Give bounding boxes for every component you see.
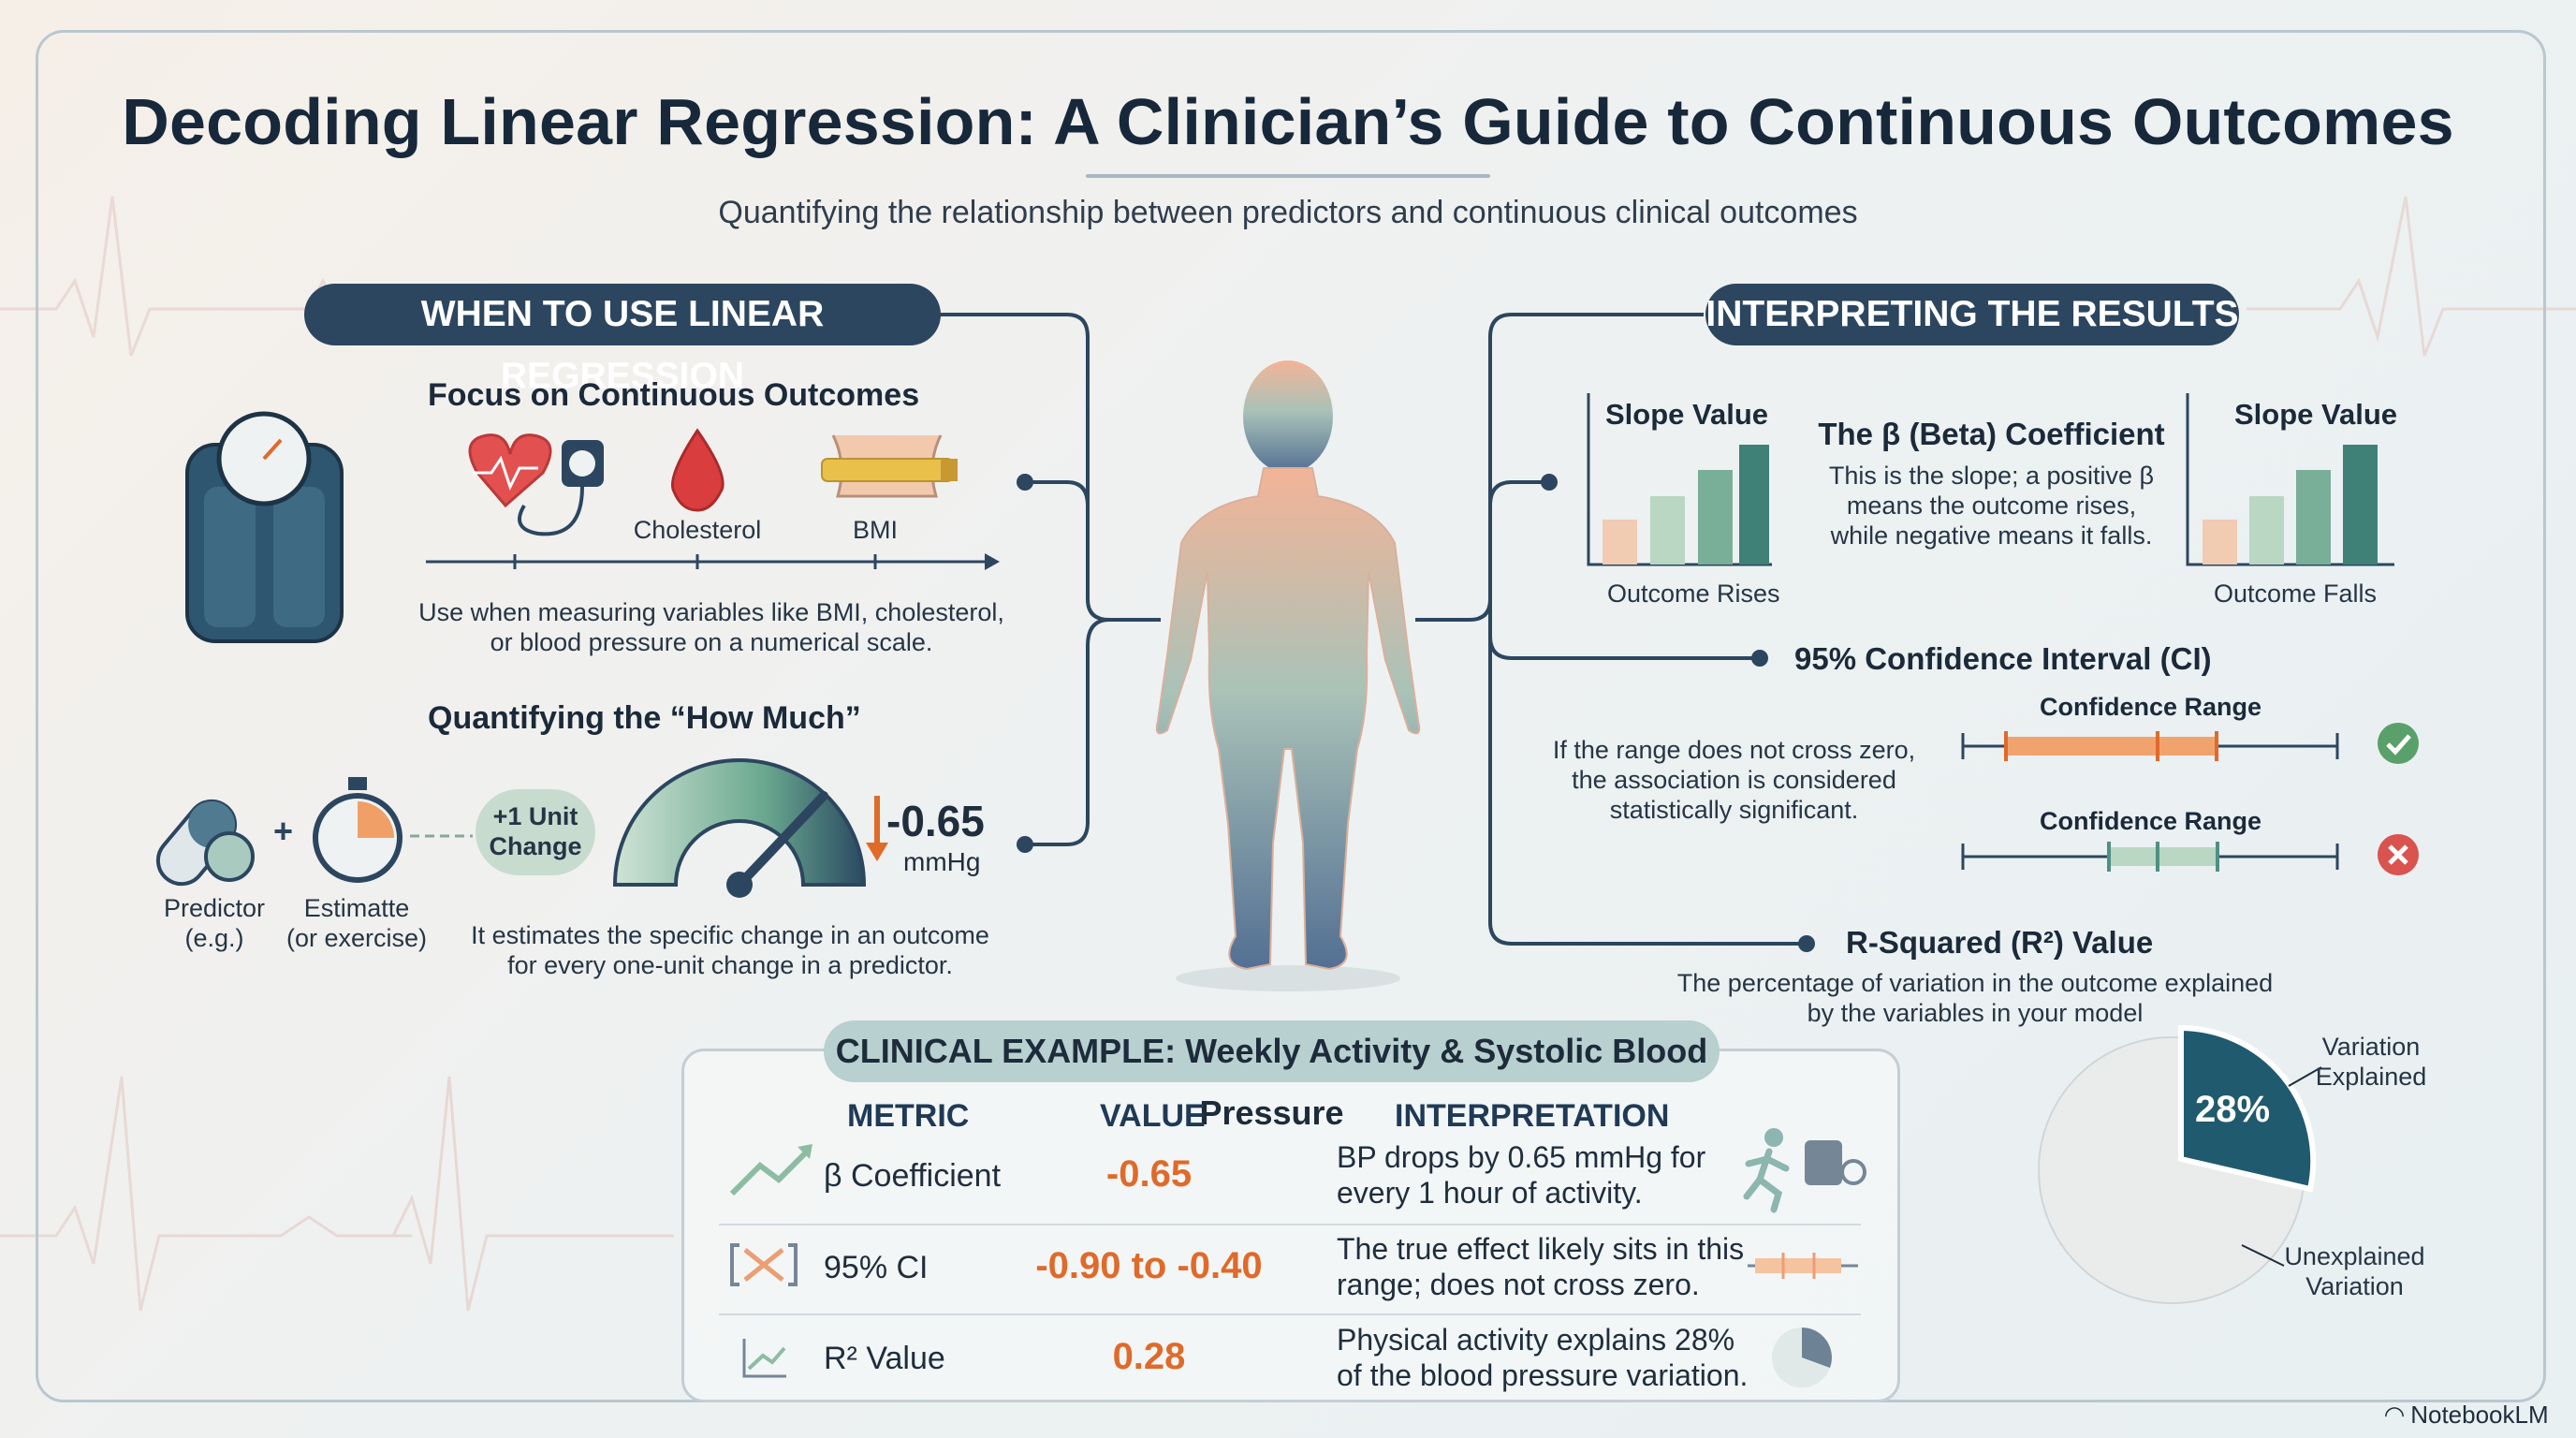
beta-heading: The β (Beta) Coefficient	[1818, 417, 2165, 451]
bmi-label: BMI	[852, 516, 898, 544]
check-icon	[2378, 723, 2419, 764]
confidence-range-not-significant	[1961, 842, 2339, 872]
mini-pie-icon	[1772, 1328, 1832, 1387]
clinical-example-pill: CLINICAL EXAMPLE: Weekly Activity & Syst…	[824, 1020, 1720, 1132]
row-1-metric: β Coefficient	[824, 1158, 1002, 1194]
pill-capsule-icon	[155, 799, 255, 887]
heart-bp-icon	[468, 433, 604, 536]
r2-pie-chart	[2038, 1024, 2322, 1304]
slope-right-title: Slope Value	[2234, 398, 2398, 431]
speedometer-gauge-icon	[612, 758, 867, 898]
slope-right-caption: Outcome Falls	[2214, 580, 2378, 608]
ci-heading: 95% Confidence Interval (CI)	[1794, 641, 2212, 676]
metric-column-header: METRIC	[847, 1098, 970, 1134]
continuous-description: Use when measuring variables like BMI, c…	[418, 598, 1004, 656]
row-2-value: -0.90 to -0.40	[1035, 1245, 1263, 1286]
human-body-icon	[1155, 360, 1421, 991]
row-3-value: 0.28	[1112, 1336, 1186, 1377]
predictor-label: Predictor (e.g.)	[163, 894, 266, 952]
estimate-label: Estimatte (or exercise)	[285, 894, 428, 952]
row-1-interpretation: BP drops by 0.65 mmHg for every 1 hour o…	[1337, 1140, 1706, 1210]
trend-up-icon	[729, 1144, 812, 1196]
ci-description: If the range does not cross zero, the as…	[1552, 736, 1916, 824]
mini-chart-icon	[742, 1339, 786, 1378]
unexplained-variation-label: Unexplained Variation	[2284, 1242, 2425, 1300]
bar-2	[1650, 496, 1685, 565]
runner-bp-icon	[1743, 1128, 1866, 1213]
page-title: Decoding Linear Regression: A Clinician’…	[122, 85, 2454, 158]
bar-1	[1603, 520, 1637, 565]
weighing-scale-icon	[185, 411, 344, 643]
row-divider	[719, 1224, 1861, 1225]
interpreting-results-pill: INTERPRETING THE RESULTS	[1705, 284, 2239, 345]
row-1-value: -0.65	[1105, 1153, 1193, 1195]
beta-description: This is the slope; a positive β means th…	[1828, 462, 2155, 550]
row-3-interpretation: Physical activity explains 28% of the bl…	[1337, 1323, 1749, 1392]
row-3-metric: R² Value	[824, 1341, 945, 1376]
ci-range-label-not-significant: Confidence Range	[2039, 807, 2262, 835]
bar-3	[2296, 470, 2331, 565]
how-much-heading: Quantifying the “How Much”	[428, 700, 861, 736]
down-arrow-icon	[866, 796, 888, 861]
mini-ci-icon	[1748, 1253, 1858, 1279]
change-value: -0.65	[886, 797, 985, 845]
change-unit: mmHg	[903, 847, 981, 876]
how-much-description: It estimates the specific change in an o…	[471, 921, 989, 979]
slope-left-title: Slope Value	[1605, 398, 1769, 431]
ci-range-label-significant: Confidence Range	[2039, 693, 2262, 721]
cholesterol-drop-icon	[670, 428, 724, 512]
continuous-axis-arrow	[426, 553, 1000, 570]
stopwatch-icon	[313, 777, 402, 883]
slope-chart-right	[2186, 393, 2394, 566]
r2-description: The percentage of variation in the outco…	[1676, 969, 2274, 1027]
cholesterol-label: Cholesterol	[633, 516, 762, 544]
slope-left-caption: Outcome Rises	[1607, 580, 1780, 608]
slope-chart-left	[1587, 393, 1772, 566]
row-2-interpretation: The true effect likely sits in this rang…	[1337, 1232, 1745, 1301]
bar-1	[2203, 520, 2237, 565]
notebooklm-logo-icon: ◠	[2385, 1401, 2411, 1429]
confidence-range-significant	[1961, 731, 2339, 761]
row-divider	[719, 1313, 1861, 1315]
when-to-use-pill: WHEN TO USE LINEAR REGRESSION	[304, 284, 941, 396]
variation-explained-label: Variation Explained	[2315, 1033, 2427, 1091]
cross-icon	[2378, 834, 2419, 875]
unit-change-label: +1 Unit Change	[489, 802, 582, 860]
row-2-metric: 95% CI	[824, 1250, 929, 1285]
right-connector-lines	[1415, 313, 1807, 946]
bar-4	[2343, 445, 2378, 565]
interval-bracket-icon	[730, 1243, 798, 1286]
bmi-tape-icon	[821, 434, 958, 498]
bar-3	[1698, 470, 1733, 565]
interpretation-column-header: INTERPRETATION	[1395, 1098, 1670, 1134]
bar-4	[1739, 445, 1769, 565]
left-connector-lines	[939, 313, 1161, 846]
pie-slice-explained	[2178, 1024, 2317, 1193]
unit-change-badge	[476, 789, 595, 875]
title-divider	[1086, 174, 1490, 178]
page-subtitle: Quantifying the relationship between pre…	[718, 195, 1858, 230]
clinical-example-card	[681, 1049, 1900, 1402]
plus-sign: +	[273, 812, 293, 850]
pie-value-label: 28%	[2195, 1089, 2271, 1130]
r2-heading: R-Squared (R²) Value	[1846, 925, 2154, 960]
value-column-header: VALUE	[1100, 1098, 1206, 1134]
bar-2	[2249, 496, 2284, 565]
notebooklm-brand: ◠ NotebookLM	[2385, 1401, 2549, 1429]
continuous-heading: Focus on Continuous Outcomes	[428, 377, 920, 413]
